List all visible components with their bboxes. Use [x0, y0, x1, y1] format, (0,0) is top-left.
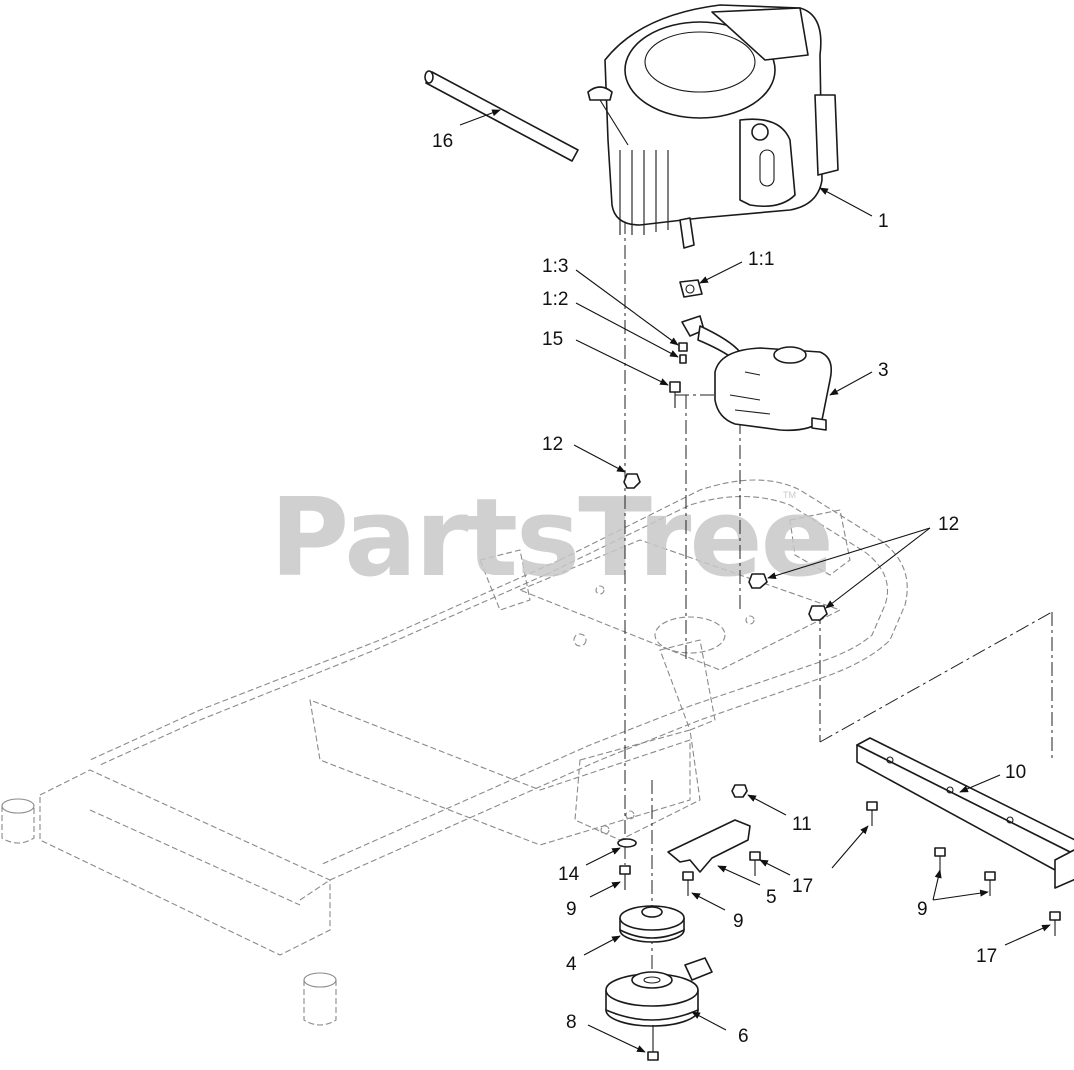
callout-labels: 16 1 1:1 1:3 1:2 15 3 12 12 10 11 14 9 9…	[432, 131, 1026, 1047]
drain-tube	[424, 70, 579, 162]
watermark-text: PartsTree	[270, 476, 832, 601]
callout-9-left: 9	[566, 899, 577, 920]
callout-9-center: 9	[733, 911, 744, 932]
bolt-17-upper	[866, 801, 878, 826]
callout-1-2: 1:2	[542, 289, 568, 310]
electric-clutch	[605, 957, 713, 1027]
exhaust-gasket	[679, 279, 703, 298]
bolt-17-lower	[1049, 911, 1061, 936]
mower-frame	[1, 479, 908, 1026]
callout-1-3: 1:3	[542, 256, 568, 277]
bolt-9-right-b	[984, 871, 996, 896]
callout-11: 11	[792, 814, 812, 835]
pulley	[619, 905, 685, 943]
bolt-17-center	[749, 851, 761, 876]
callout-6: 6	[738, 1026, 749, 1047]
washer	[617, 838, 637, 848]
nut-11	[731, 784, 748, 798]
callout-15: 15	[542, 329, 563, 350]
bolt-9-center	[682, 871, 694, 896]
alignment-centerlines	[624, 220, 1053, 985]
callout-12-left: 12	[542, 434, 563, 455]
rear-cross-bar	[856, 737, 1074, 889]
right-caster-mount	[303, 972, 337, 1026]
bolt-9-right-a	[934, 847, 946, 872]
bolt-9-left	[619, 865, 631, 890]
bolts	[619, 801, 1061, 936]
callout-4: 4	[566, 954, 577, 975]
callout-5: 5	[766, 887, 777, 908]
watermark-trademark: TM	[783, 490, 796, 500]
left-caster-mount	[1, 798, 35, 844]
callout-16: 16	[432, 131, 453, 152]
callout-1: 1	[878, 211, 889, 232]
muffler	[681, 315, 833, 432]
muffler-fasteners	[669, 342, 688, 408]
callout-1-1: 1:1	[748, 249, 774, 270]
lock-nuts	[623, 473, 828, 621]
leader-lines	[459, 109, 1051, 1053]
bolt-8	[647, 1025, 659, 1061]
callout-9-right: 9	[917, 899, 928, 920]
callout-17-center: 17	[792, 876, 813, 897]
callout-3: 3	[878, 360, 889, 381]
callout-17-right: 17	[976, 946, 997, 967]
engine-assembly	[587, 4, 839, 249]
callout-14: 14	[558, 864, 580, 885]
partstree-watermark: PartsTree TM	[270, 476, 834, 601]
callout-12-right: 12	[938, 514, 959, 535]
bracket	[667, 819, 751, 873]
callout-10: 10	[1005, 762, 1026, 783]
callout-8: 8	[566, 1012, 577, 1033]
